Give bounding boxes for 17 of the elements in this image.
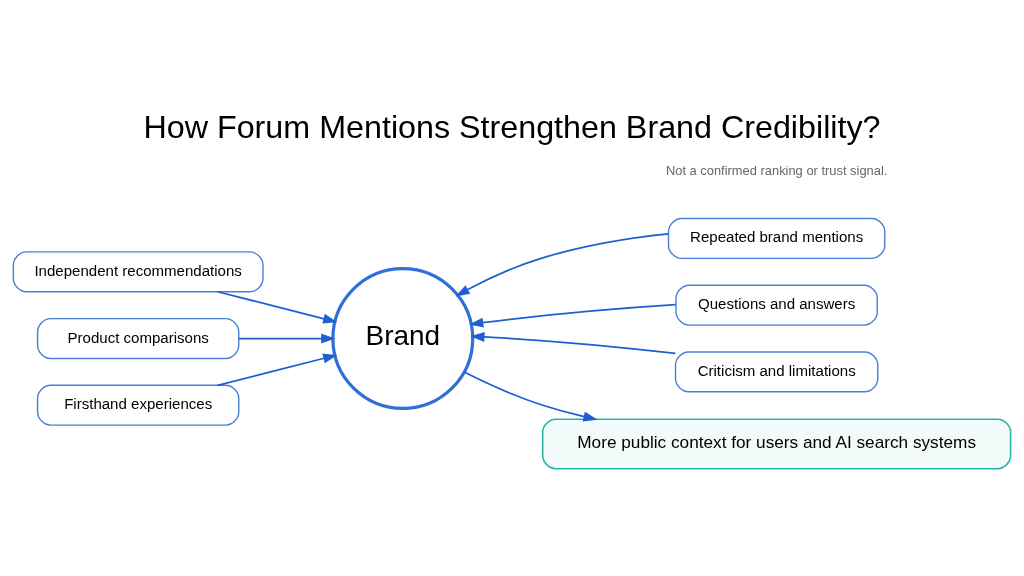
node-box: Product comparisons xyxy=(36,317,240,359)
arrow xyxy=(463,370,598,421)
diagram-title: How Forum Mentions Strengthen Brand Credibility? xyxy=(143,108,881,145)
node-circle: Brand xyxy=(331,266,475,410)
label: Not a confirmed ranking or trust signal. xyxy=(665,162,888,178)
arrow xyxy=(238,333,336,343)
node-box: Questions and answers xyxy=(675,284,878,326)
node-box: Independent recommendations xyxy=(12,250,264,292)
node-box: Repeated brand mentions xyxy=(667,217,886,259)
node-box: More public context for users and AI search systems xyxy=(541,417,1012,469)
node-box: Criticism and limitations xyxy=(674,350,879,392)
arrow xyxy=(469,303,677,328)
arrow xyxy=(470,331,677,354)
node-box: Firsthand experiences xyxy=(36,384,240,426)
arrow xyxy=(455,232,670,296)
arrow xyxy=(216,290,338,323)
arrow xyxy=(216,353,338,386)
